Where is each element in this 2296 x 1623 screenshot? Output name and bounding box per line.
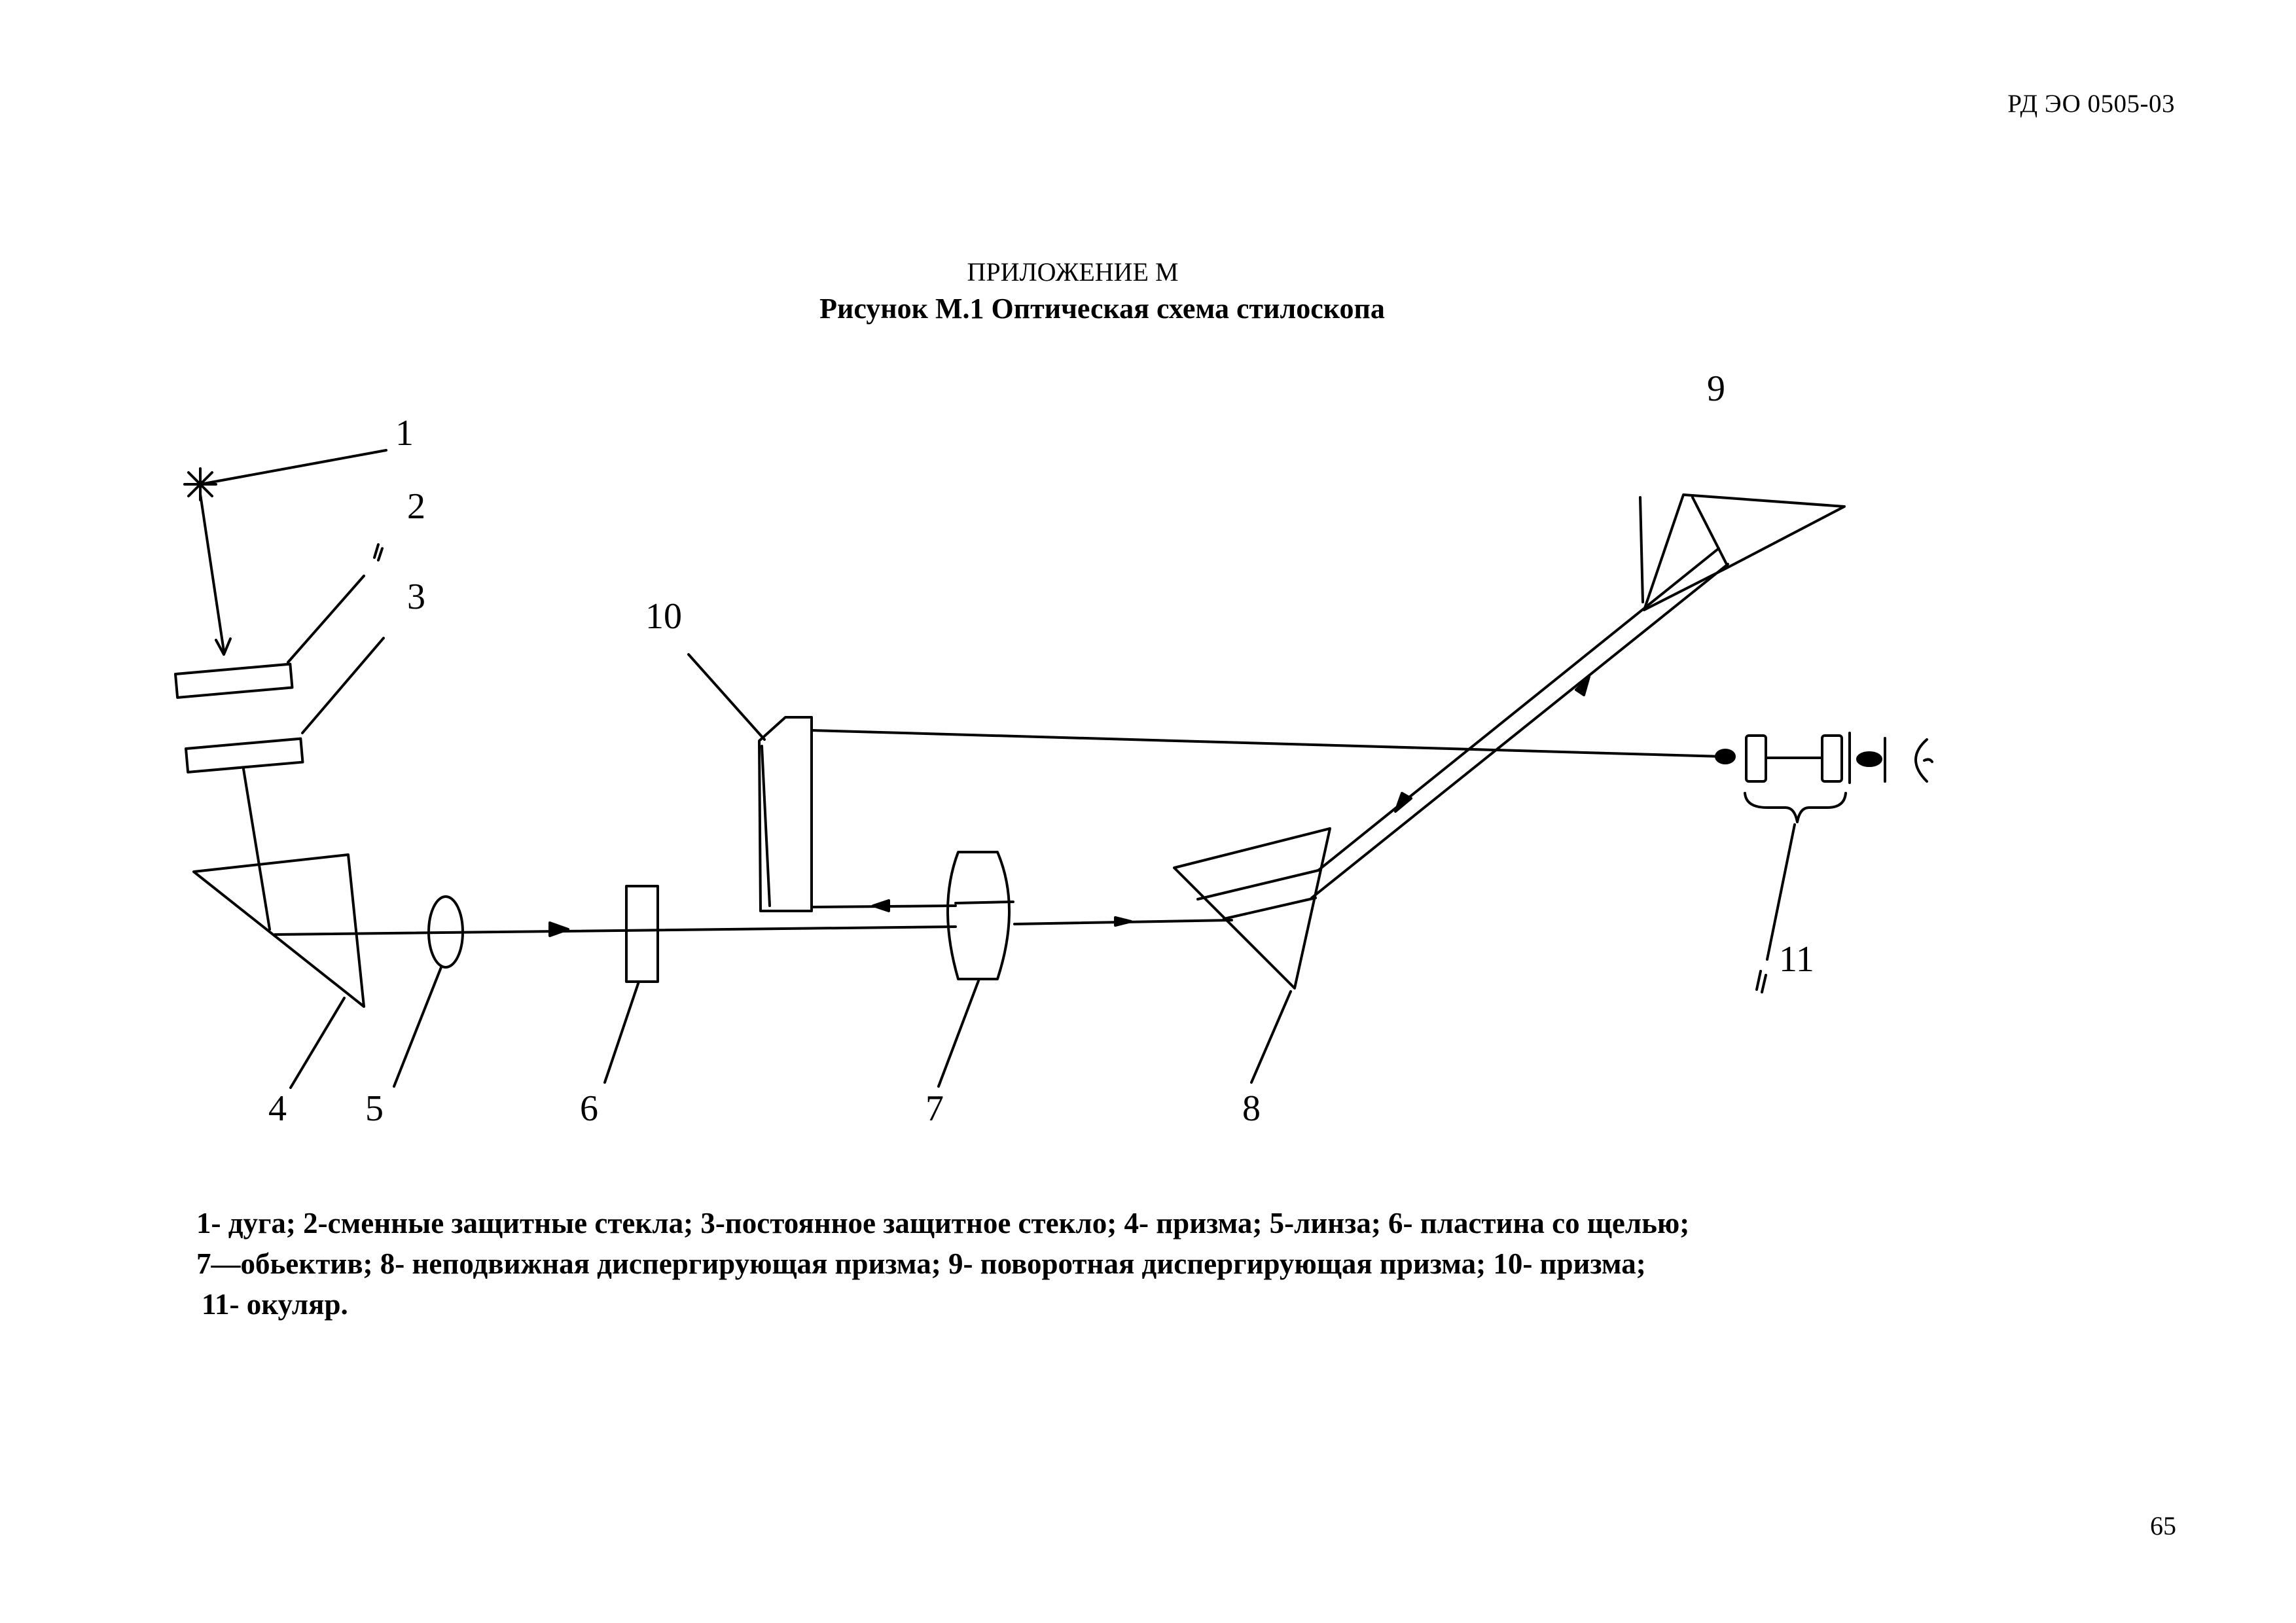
appendix-heading: ПРИЛОЖЕНИЕ М: [967, 257, 1179, 287]
leader-line-6: [603, 980, 640, 1084]
eyepiece-lens-1: [1745, 734, 1767, 783]
leader-line-4: [289, 997, 346, 1089]
figure-title: Рисунок М.1 Оптическая схема стилоскопа: [819, 293, 1385, 325]
label-11: 11: [1779, 939, 1814, 980]
beam-return-lower: [954, 901, 1014, 904]
prism-8-internal-beam-a: [1196, 869, 1319, 901]
eyepiece-lens-2: [1821, 734, 1843, 783]
eye-icon: [1914, 738, 1933, 783]
protective-glass-permanent: [185, 737, 304, 774]
beam-diagonal-1: [1310, 563, 1729, 899]
prism-9-inner-edge: [1691, 496, 1729, 568]
document-code: РД ЭО 0505-03: [2007, 90, 2175, 118]
prism-4: [192, 853, 365, 1008]
beam-arrowhead-left: [872, 899, 890, 912]
label-8: 8: [1242, 1088, 1261, 1129]
page-number: 65: [2150, 1511, 2176, 1541]
label-2: 2: [407, 486, 425, 527]
prism-8-internal-beam-b: [1223, 897, 1317, 920]
legend-line-3: 11- окуляр.: [202, 1288, 348, 1321]
label-3: 3: [407, 577, 425, 617]
label-9: 9: [1707, 368, 1725, 409]
beam-to-eyepiece: [810, 729, 1724, 758]
beam-diagonal-2: [1317, 547, 1720, 872]
label-2-stroke-mark: [373, 543, 384, 562]
beam-arrowhead-down: [215, 637, 232, 656]
leader-line-5: [393, 966, 442, 1088]
beam-glass-to-prism: [242, 768, 271, 931]
label-11-stroke-mark: [1755, 970, 1767, 993]
fixed-dispersing-prism-8: [1173, 827, 1331, 990]
legend-line-2: 7—обьектив; 8- неподвижная диспергирующа…: [196, 1247, 1646, 1280]
objective-7: [946, 851, 1011, 980]
label-4: 4: [268, 1088, 287, 1129]
eyepiece-node-left: [1715, 749, 1736, 764]
lens-5: [427, 895, 464, 969]
label-7: 7: [925, 1088, 944, 1129]
prism-10-inner-edge: [761, 745, 771, 907]
diagram-legend: 1- дуга; 2-сменные защитные стекла; 3-по…: [196, 1203, 2160, 1325]
protective-glass-replaceable: [174, 662, 294, 699]
beam-arrowhead-to-prism8: [1114, 916, 1132, 927]
beam-arrowhead-diag-up: [1575, 675, 1590, 696]
leader-line-11: [1766, 823, 1796, 961]
beam-arc-to-glass: [199, 493, 225, 652]
leader-line-7: [937, 978, 980, 1088]
label-1: 1: [395, 413, 414, 454]
prism-9-left-edge: [1639, 496, 1644, 603]
leader-line-2: [287, 575, 365, 664]
beam-arrowhead-right: [548, 921, 569, 937]
legend-line-1: 1- дуга; 2-сменные защитные стекла; 3-по…: [196, 1207, 1690, 1240]
leader-line-3: [301, 637, 385, 734]
label-5: 5: [365, 1088, 384, 1129]
eyepiece-bracket: [1744, 792, 1847, 823]
label-10: 10: [645, 596, 682, 637]
eyepiece-node-right: [1856, 751, 1882, 767]
prism-10: [758, 716, 813, 912]
eyepiece-11: [1715, 732, 1933, 823]
leader-line-10: [687, 653, 766, 741]
beam-arrowhead-diag-down: [1394, 792, 1412, 813]
slit-plate-6: [625, 885, 659, 983]
rotating-dispersing-prism-9: [1643, 493, 1846, 611]
beam-main-horizontal: [274, 925, 957, 936]
leader-line-1: [199, 449, 387, 486]
leader-line-8: [1250, 990, 1292, 1084]
label-6: 6: [580, 1088, 598, 1129]
